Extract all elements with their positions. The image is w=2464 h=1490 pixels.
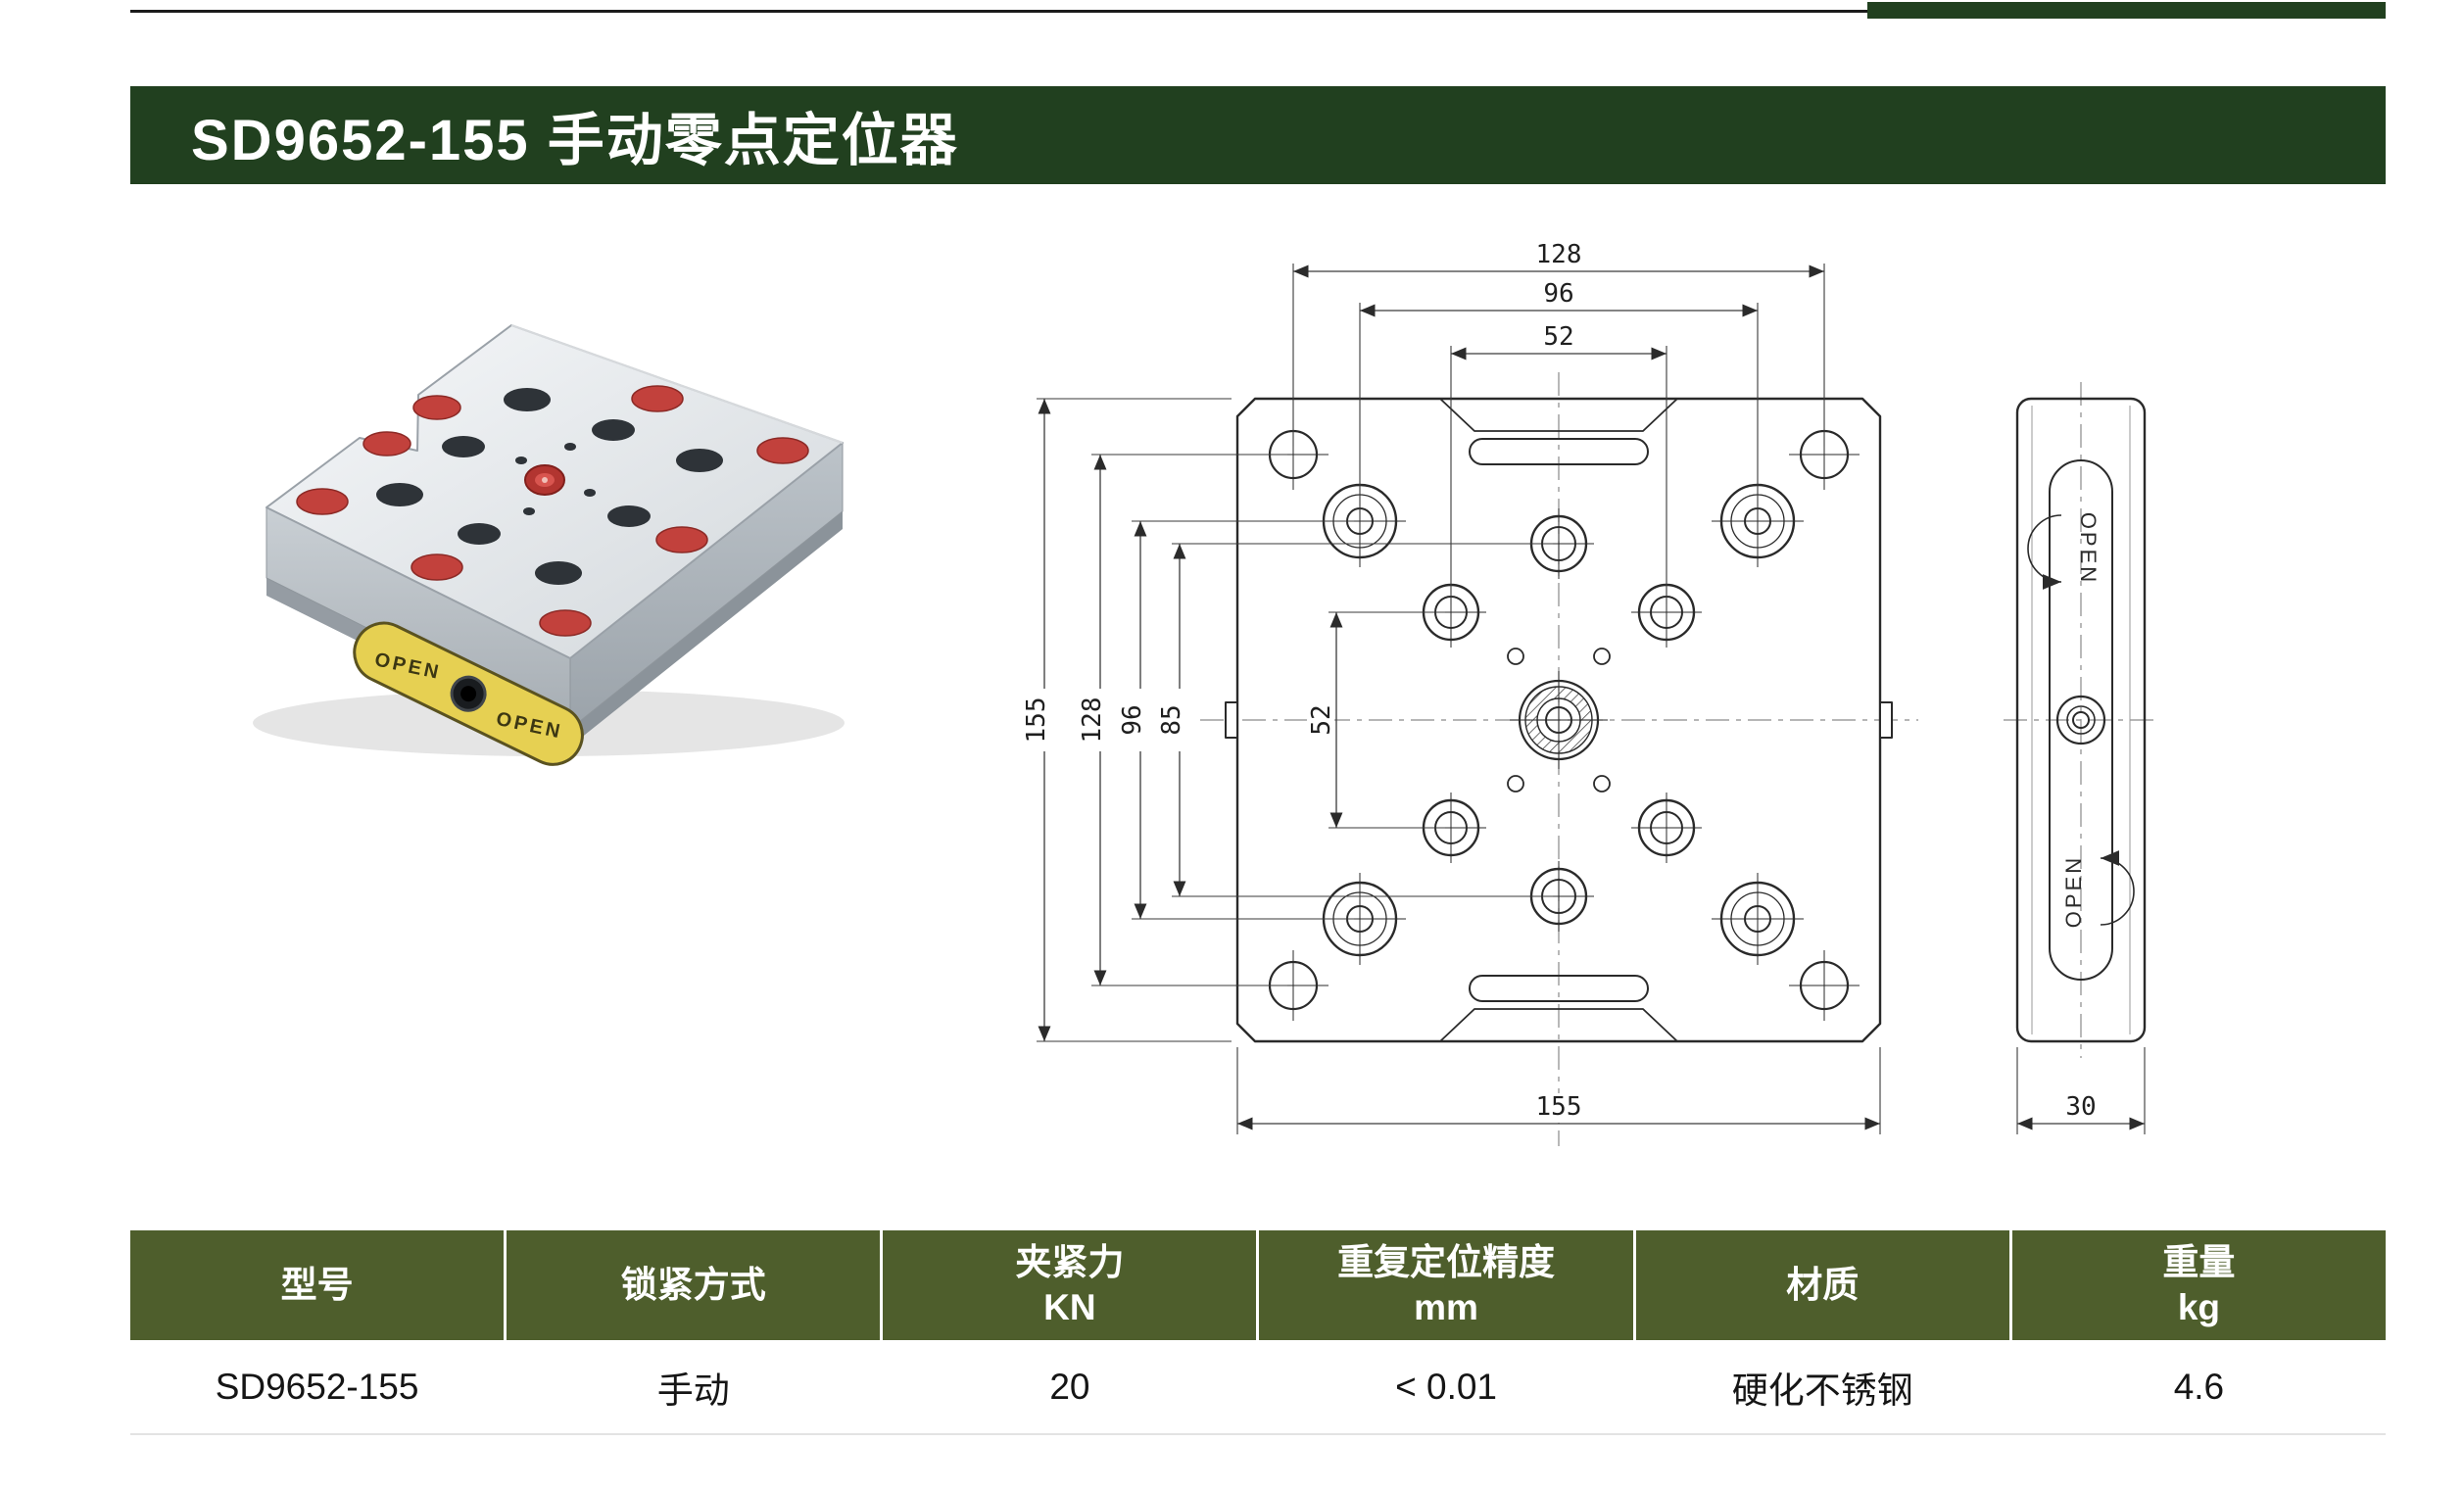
plate-holes <box>376 388 723 585</box>
dimension-labels: 128 96 52 155 128 96 85 52 155 30 <box>1022 240 2097 1122</box>
dim-bottom-155: 155 <box>1536 1092 1582 1122</box>
center-knob <box>524 464 565 496</box>
cell-model: SD9652-155 <box>130 1340 505 1433</box>
plate-red-pads <box>296 385 809 637</box>
col-header-title: 重量 <box>2162 1241 2236 1282</box>
side-view: OPEN OPEN <box>2015 397 2147 1043</box>
top-divider-line <box>130 10 2386 13</box>
technical-drawing: OPEN OPEN <box>1022 240 2160 1146</box>
col-header-unit: kg <box>2177 1287 2220 1327</box>
col-header-model: 型号 <box>130 1230 505 1340</box>
col-header-title: 型号 <box>280 1264 354 1305</box>
spec-table: 型号 锁紧方式 夹紧力 KN 重复定位精度 mm 材质 重量 kg <box>130 1230 2386 1435</box>
col-header-locking: 锁紧方式 <box>507 1230 881 1340</box>
dim-side-30: 30 <box>2065 1092 2096 1122</box>
col-header-unit: mm <box>1414 1287 1478 1327</box>
open-label-plate: OPEN OPEN <box>353 621 584 766</box>
side-open-top: OPEN <box>2076 512 2101 585</box>
plate-base-lip-right <box>570 511 843 746</box>
page-title: SD9652-155 手动零点定位器 <box>191 109 959 172</box>
dim-top-128: 128 <box>1536 240 1582 269</box>
col-header-title: 材质 <box>1786 1264 1860 1305</box>
dim-left-85: 85 <box>1157 704 1186 735</box>
col-header-clamp-force: 夹紧力 KN <box>883 1230 1257 1340</box>
cell-clamp-force: 20 <box>883 1340 1257 1433</box>
cell-material: 硬化不锈钢 <box>1635 1340 2009 1433</box>
col-header-material: 材质 <box>1635 1230 2009 1340</box>
edge-highlight <box>510 324 844 444</box>
col-header-unit: KN <box>1043 1287 1096 1327</box>
dim-left-155: 155 <box>1022 697 1051 744</box>
col-header-title: 重复定位精度 <box>1337 1241 1556 1282</box>
col-header-weight: 重量 kg <box>2011 1230 2386 1340</box>
spec-table-row: SD9652-155 手动 20 < 0.01 硬化不锈钢 4.6 <box>130 1340 2386 1435</box>
dim-inner-52: 52 <box>1307 704 1336 735</box>
dim-left-128: 128 <box>1078 697 1107 744</box>
col-header-repeatability: 重复定位精度 mm <box>1259 1230 1633 1340</box>
side-open-bottom: OPEN <box>2061 855 2086 928</box>
cell-locking: 手动 <box>507 1340 881 1433</box>
front-view <box>1225 397 1893 1043</box>
spec-table-header: 型号 锁紧方式 夹紧力 KN 重复定位精度 mm 材质 重量 kg <box>130 1230 2386 1340</box>
product-photo: OPEN OPEN <box>253 324 845 766</box>
dim-top-96: 96 <box>1543 279 1573 309</box>
cell-weight: 4.6 <box>2011 1340 2386 1433</box>
dim-top-52: 52 <box>1543 322 1573 352</box>
cell-repeatability: < 0.01 <box>1259 1340 1633 1433</box>
dimension-label-backings <box>1022 689 1593 1123</box>
dim-left-96: 96 <box>1118 704 1147 735</box>
col-header-title: 夹紧力 <box>1015 1241 1125 1282</box>
plate-outline <box>1235 397 1882 1043</box>
title-bar: SD9652-155 手动零点定位器 <box>130 86 2386 184</box>
col-header-title: 锁紧方式 <box>620 1264 766 1305</box>
center-bore <box>1510 671 1608 769</box>
label-socket-bore <box>460 686 477 702</box>
top-right-accent-bar <box>1867 2 2386 19</box>
